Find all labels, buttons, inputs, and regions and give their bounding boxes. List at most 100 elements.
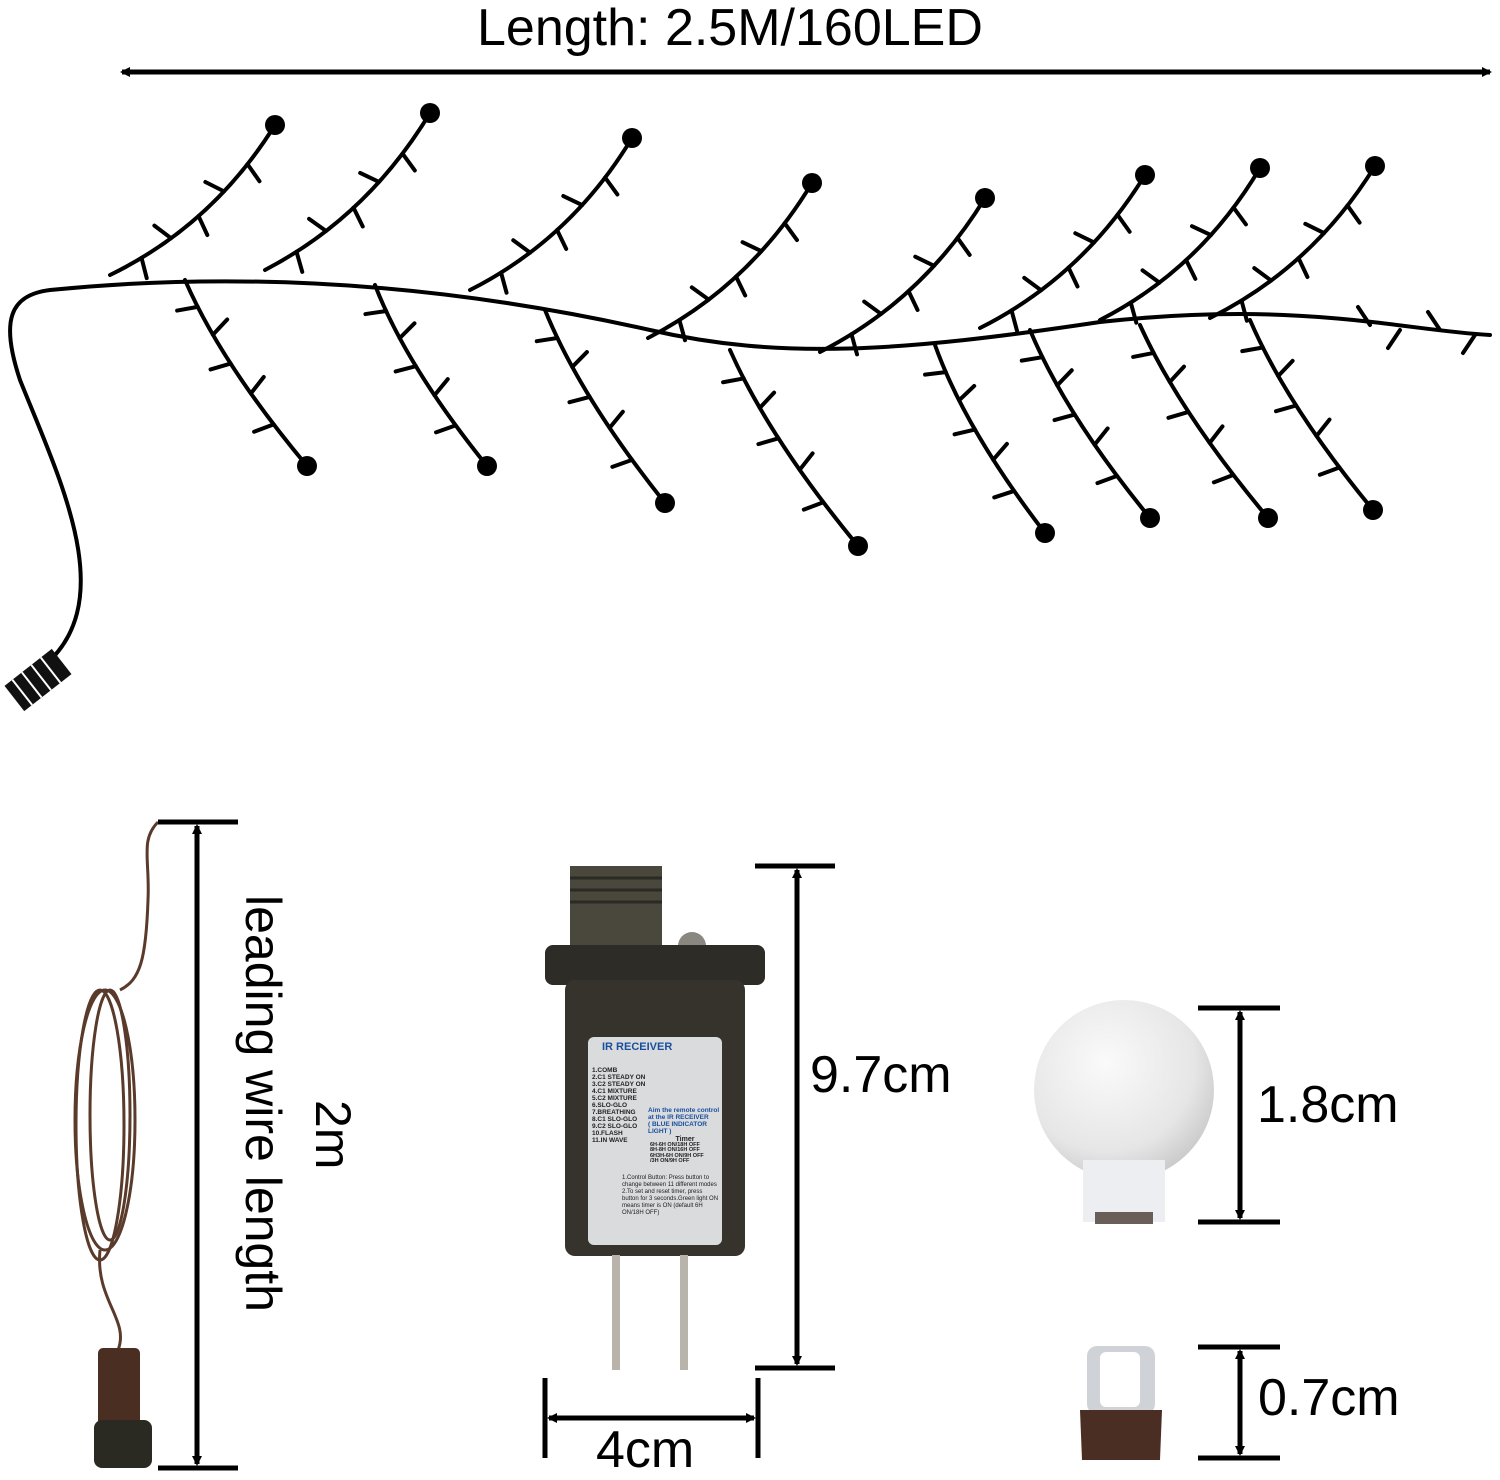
led-dot xyxy=(622,128,642,148)
vine-branch xyxy=(933,343,1047,535)
mode-item: 4.C1 MIXTURE xyxy=(592,1088,637,1095)
led-dot xyxy=(1250,158,1270,178)
leading-wire-label: leading wire length xyxy=(235,895,291,1312)
branch-tick xyxy=(1231,205,1248,227)
branch-tick xyxy=(1131,350,1156,359)
vine-branch xyxy=(1098,166,1262,322)
vine-branch xyxy=(1248,318,1375,512)
branch-tick xyxy=(677,318,687,343)
branch-tick xyxy=(555,228,569,251)
mode-item: 6.SLO-GLO xyxy=(592,1102,628,1109)
branch-tick xyxy=(248,375,266,396)
branch-tick xyxy=(1092,426,1110,447)
globe-bulb xyxy=(1034,1000,1214,1224)
branch-tick xyxy=(1095,473,1120,486)
aim-text: Aim the remote control at the IR RECEIVE… xyxy=(648,1107,720,1121)
branch-tick xyxy=(801,500,826,512)
adapter-height-label: 9.7cm xyxy=(810,1046,952,1104)
branch-tick xyxy=(351,205,365,229)
timer-title: Timer xyxy=(675,1136,695,1143)
mode-item: 11.IN WAVE xyxy=(592,1137,628,1144)
branch-tick xyxy=(1166,409,1191,420)
mode-item: 1.COMB xyxy=(592,1067,618,1074)
branch-tick xyxy=(1211,472,1236,485)
vine-branch xyxy=(263,111,432,272)
leading-wire-coil xyxy=(73,820,160,1351)
led-dot xyxy=(802,173,822,193)
branch-tick xyxy=(757,390,777,410)
vine-branch xyxy=(1138,323,1270,520)
branch-tick xyxy=(991,441,1009,462)
timer-line: 6H-6H ON/18H OFF xyxy=(650,1141,700,1148)
mode-item: 3.C2 STEADY ON xyxy=(592,1081,646,1088)
branch-tick xyxy=(245,162,262,184)
mode-item: 5.C2 MIXTURE xyxy=(592,1095,637,1102)
branch-tick xyxy=(906,289,920,312)
branch-tick xyxy=(152,223,174,241)
vine-branch xyxy=(183,278,309,468)
branch-tick xyxy=(570,350,589,369)
branch-tick xyxy=(782,221,799,243)
aim-note: ( BLUE INDICATOR LIGHT ) xyxy=(648,1121,707,1135)
vine-branch xyxy=(1028,328,1152,520)
branch-tick xyxy=(432,377,450,398)
branch-tick xyxy=(1345,203,1362,225)
branch-tick xyxy=(499,270,509,295)
mode-item: 9.C2 SLO-GLO xyxy=(592,1123,638,1130)
vine-branch xyxy=(543,308,667,505)
branch-tick xyxy=(1240,345,1265,354)
branch-tick xyxy=(862,299,884,316)
branch-tick xyxy=(740,240,764,254)
led-dot xyxy=(1363,500,1383,520)
mode-item: 8.C1 SLO-GLO xyxy=(592,1116,638,1123)
branch-tick xyxy=(1019,355,1045,363)
mode-list: 1.COMB 2.C1 STEADY ON 3.C2 STEADY ON 4.C… xyxy=(592,1067,647,1144)
timer-section: Timer 6H-6H ON/18H OFF 8H-8H ON/16H OFF … xyxy=(650,1136,720,1165)
branch-tick xyxy=(561,194,585,208)
led-dot xyxy=(1140,508,1160,528)
branch-tick xyxy=(734,274,748,298)
branch-tick xyxy=(208,361,233,372)
led-dot xyxy=(975,188,995,208)
branch-tick xyxy=(603,175,620,197)
branch-tick xyxy=(363,309,389,317)
branch-tick xyxy=(1314,417,1332,438)
branch-tick xyxy=(534,335,560,344)
branch-tick xyxy=(203,179,227,194)
branch-tick xyxy=(358,170,382,184)
timer-line: 8H-8H ON/16H OFF xyxy=(650,1147,700,1153)
branch-tick xyxy=(1055,368,1074,388)
leading-wire-value: 2m xyxy=(305,1100,361,1170)
branch-tick xyxy=(1252,266,1274,283)
branch-tick xyxy=(1066,265,1080,289)
timer-help-text: 2.To set and reset timer, press button f… xyxy=(622,1189,719,1216)
ir-receiver-header: IR RECEIVER xyxy=(602,1041,673,1053)
vine-branch xyxy=(818,196,987,354)
led-dot xyxy=(297,456,317,476)
vine-branch xyxy=(978,173,1147,330)
vine-branch xyxy=(108,123,277,277)
led-dot xyxy=(1365,156,1385,176)
branch-tick xyxy=(955,235,972,257)
vine-branch xyxy=(468,136,634,292)
branch-tick xyxy=(1207,424,1225,445)
globe-size-label: 1.8cm xyxy=(1257,1076,1399,1134)
led-dot xyxy=(1035,523,1055,543)
branch-tick xyxy=(1167,364,1186,384)
branch-tick xyxy=(1356,305,1372,327)
length-label: Length: 2.5M/160LED xyxy=(477,0,983,57)
adapter-width-label: 4cm xyxy=(596,1421,695,1479)
branch-tick xyxy=(1317,465,1342,477)
vine-branch xyxy=(728,348,860,548)
branch-tick xyxy=(1461,333,1477,355)
branch-tick xyxy=(210,317,230,337)
led-dot xyxy=(1135,165,1155,185)
led-dot xyxy=(1258,508,1278,528)
branch-tick xyxy=(1009,308,1019,333)
timer-line: /3H ON/9H OFF xyxy=(650,1158,690,1164)
branch-tick xyxy=(849,332,860,357)
branch-tick xyxy=(1274,403,1299,414)
branch-tick xyxy=(1115,212,1132,234)
branch-tick xyxy=(913,254,937,268)
